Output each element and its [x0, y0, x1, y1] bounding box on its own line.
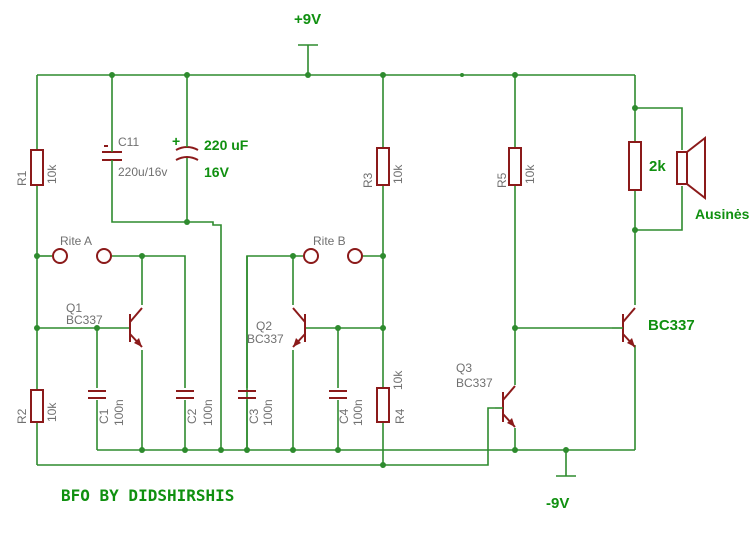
q3-part: BC337	[456, 376, 493, 390]
resistor-r4	[376, 387, 390, 423]
r4-value: 10k	[391, 370, 405, 390]
electrolytic-value: 220 uF	[204, 137, 249, 153]
c1-ref: C1	[97, 408, 111, 424]
c4-ref: C4	[337, 408, 351, 424]
coil-rite-b	[303, 248, 363, 264]
r-2k-value: 2k	[649, 158, 666, 175]
coil-b-label: Rite B	[313, 234, 346, 248]
speaker-icon	[676, 135, 706, 201]
resistor-r2	[30, 389, 44, 423]
output-transistor-part: BC337	[648, 317, 695, 334]
r1-value: 10k	[45, 164, 59, 184]
r2-value: 10k	[45, 402, 59, 422]
coil-rite-a	[52, 248, 112, 264]
electrolytic-voltage: 16V	[204, 164, 230, 180]
r1-ref: R1	[15, 170, 29, 186]
r3-value: 10k	[391, 164, 405, 184]
capacitor-c1	[88, 390, 106, 399]
q1-ref: Q1	[66, 301, 82, 315]
transistor-q2	[292, 307, 306, 348]
capacitor-c3	[238, 390, 256, 399]
r5-value: 10k	[523, 164, 537, 184]
electrolytic-plus: +	[172, 133, 180, 149]
c1-value: 100n	[112, 399, 126, 426]
r2-ref: R2	[15, 408, 29, 424]
resistor-r5	[508, 147, 522, 186]
c3-ref: C3	[247, 408, 261, 424]
c4-value: 100n	[351, 399, 365, 426]
c2-ref: C2	[185, 408, 199, 424]
supply-positive-label: +9V	[294, 11, 321, 28]
capacitor-c11	[102, 140, 122, 172]
coil-a-label: Rite A	[60, 234, 92, 248]
capacitor-c4	[329, 390, 347, 399]
r5-ref: R5	[495, 172, 509, 188]
transistor-q1	[129, 307, 143, 348]
transistor-q3	[495, 385, 516, 428]
speaker-label: Ausinės	[695, 206, 750, 222]
q3-ref: Q3	[456, 361, 472, 375]
footer-title: BFO BY DIDSHIRSHIS	[61, 486, 234, 505]
q2-part: BC337	[247, 332, 284, 346]
supply-negative-label: -9V	[546, 495, 569, 512]
capacitor-c2	[176, 390, 194, 399]
resistor-r3	[376, 147, 390, 186]
transistor-output	[612, 307, 636, 348]
c2-value: 100n	[201, 399, 215, 426]
q1-part: BC337	[66, 313, 103, 327]
resistor-2k	[628, 141, 642, 191]
capacitor-electrolytic	[175, 140, 199, 172]
r3-ref: R3	[361, 172, 375, 188]
q2-ref: Q2	[256, 319, 272, 333]
c11-value: 220u/16v	[118, 165, 167, 179]
c3-value: 100n	[261, 399, 275, 426]
junctions	[34, 72, 638, 468]
c11-ref: C11	[118, 135, 139, 149]
resistor-r1	[30, 149, 44, 186]
r4-ref: R4	[393, 408, 407, 424]
